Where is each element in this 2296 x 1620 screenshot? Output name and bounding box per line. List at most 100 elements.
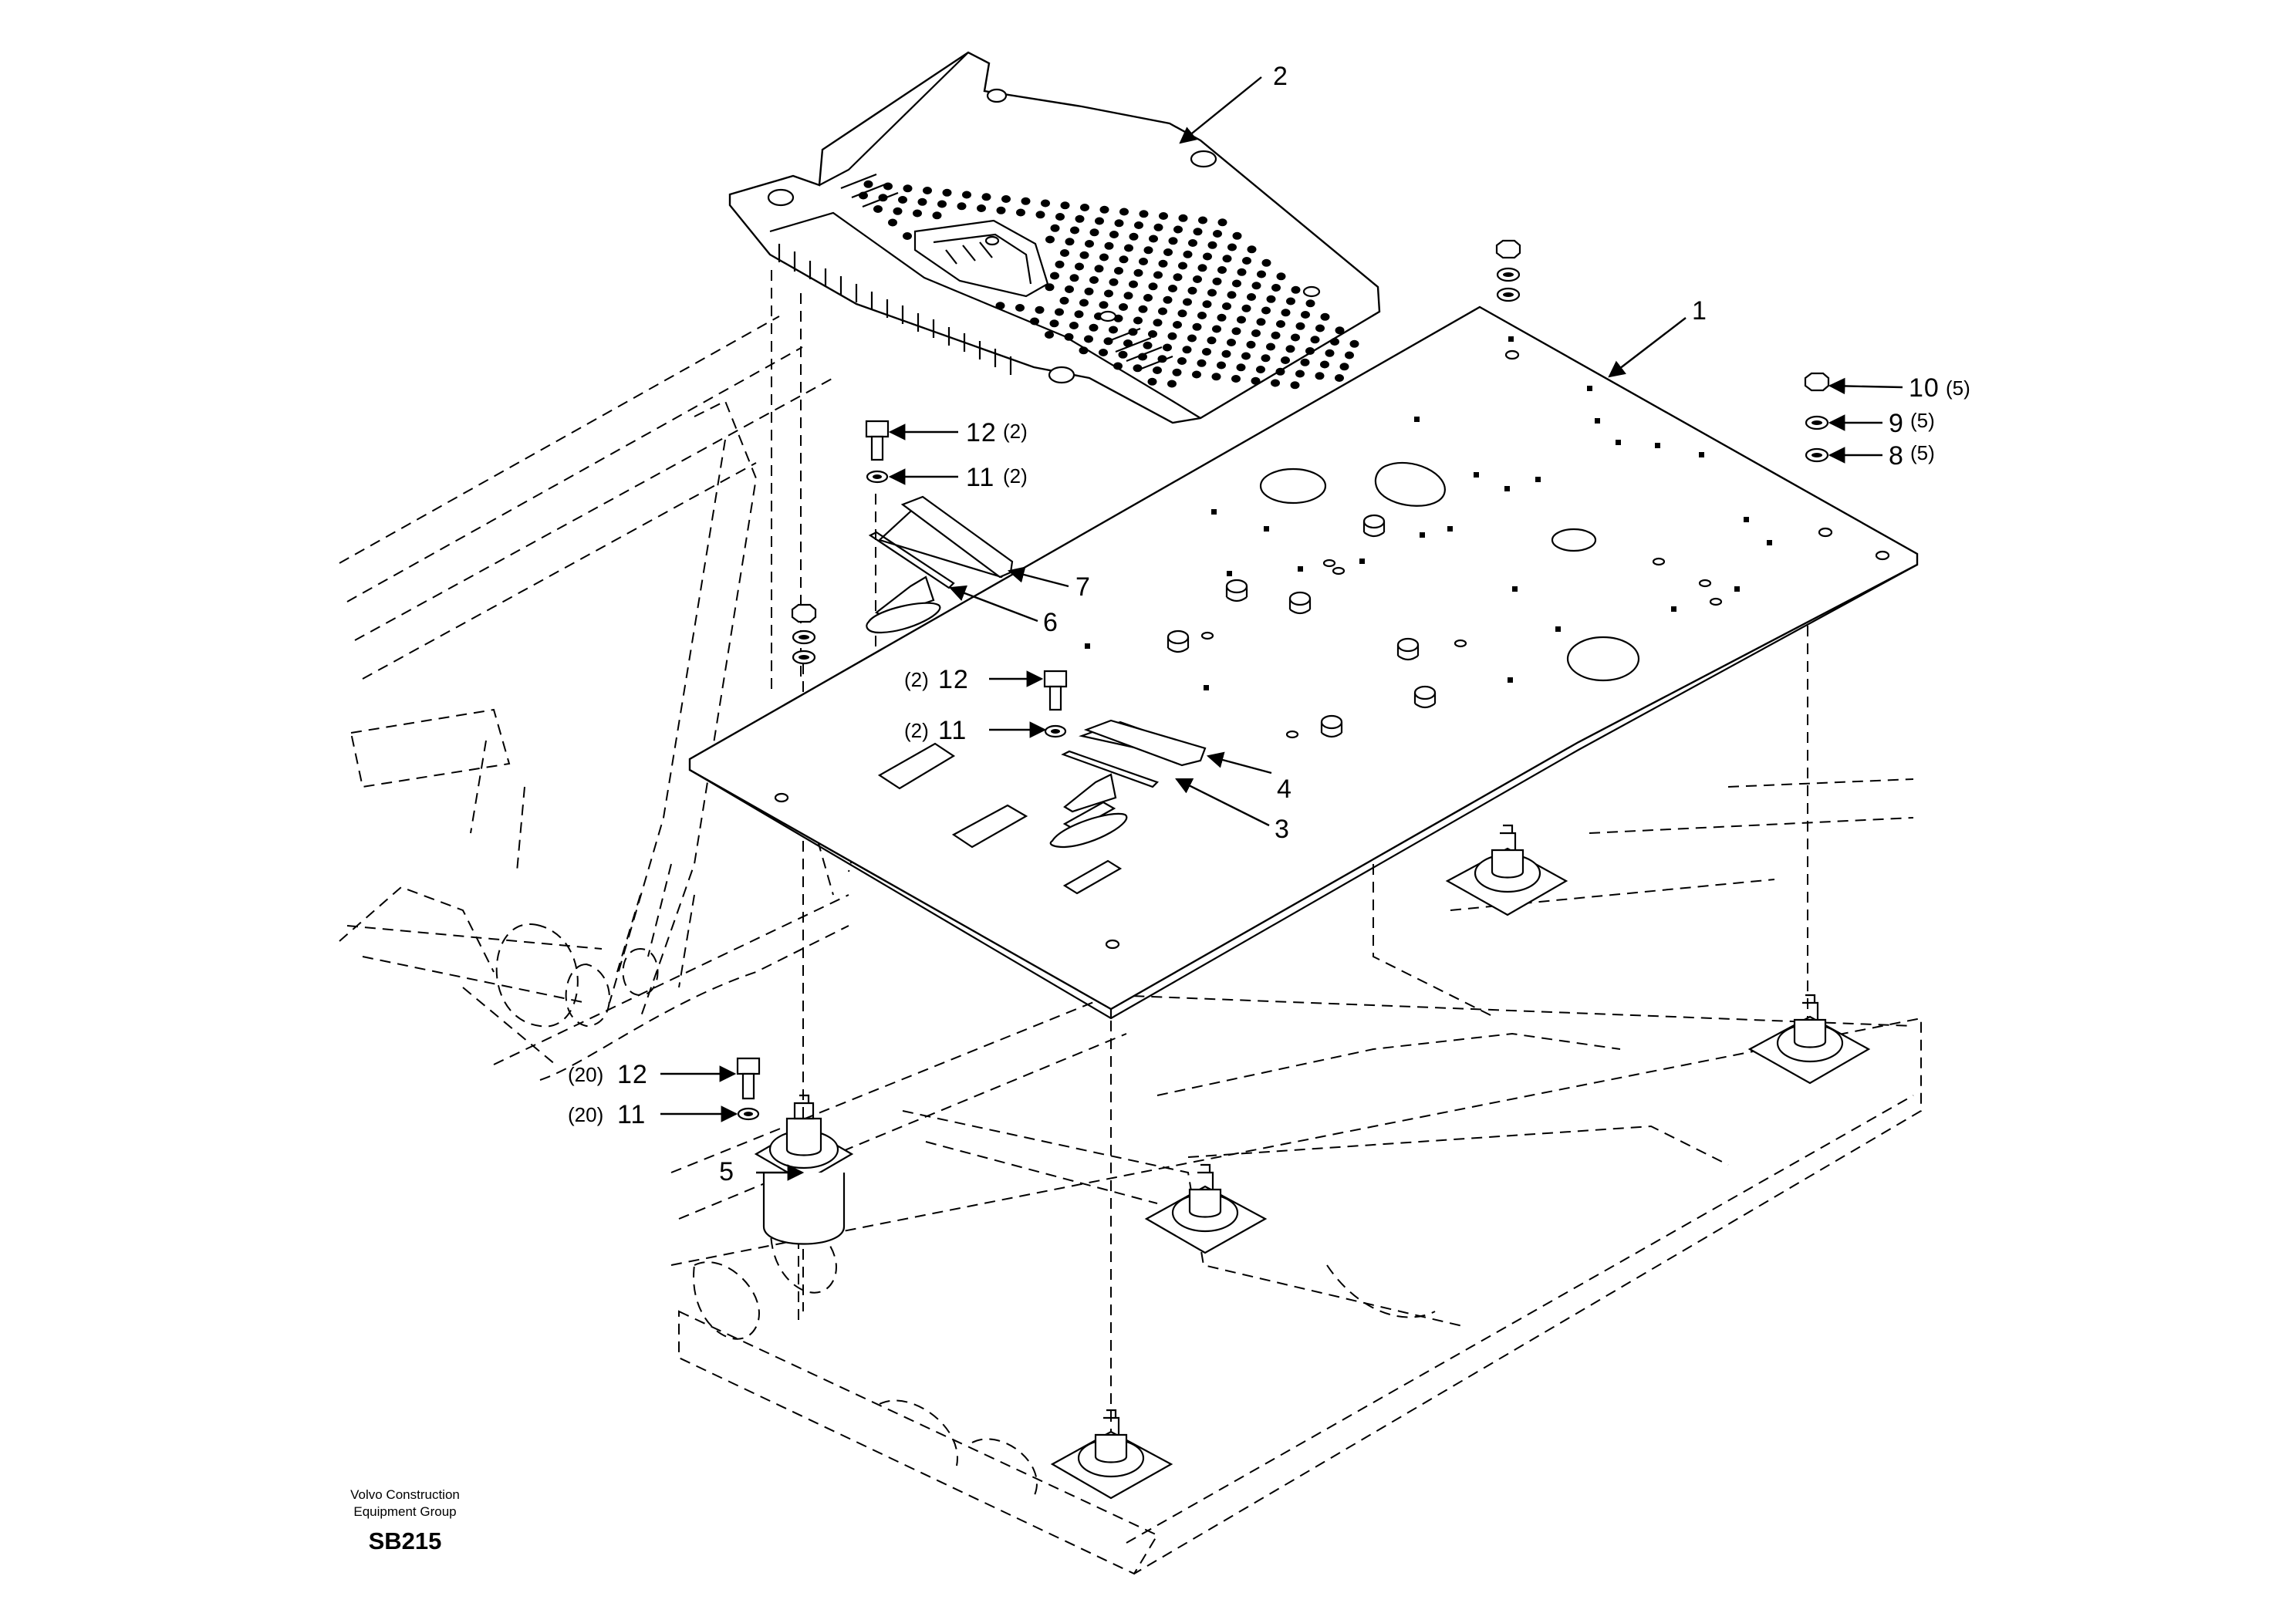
mat-hole	[1310, 336, 1320, 344]
mat-hole	[1119, 303, 1128, 311]
callout-12-mid: 12	[938, 665, 969, 694]
callout-12-lower-qty: (20)	[568, 1063, 603, 1086]
mat-hole	[1050, 272, 1059, 280]
mat-hole	[942, 188, 952, 197]
mat-hole	[1085, 240, 1094, 248]
mat-hole	[1177, 357, 1187, 365]
mat-hole	[1147, 377, 1157, 386]
mat-hole	[1251, 376, 1261, 385]
mat-ribs	[778, 173, 1173, 375]
mat-hole	[1015, 304, 1025, 312]
mat-hole	[1266, 343, 1275, 351]
mat-hole	[1153, 223, 1163, 231]
mat-hole	[1227, 243, 1237, 251]
callout-6: 6	[1043, 608, 1059, 637]
callout-12-lower: 12	[617, 1060, 648, 1089]
mat-hole	[1143, 294, 1153, 302]
mat-hole	[1276, 320, 1285, 328]
mat-hole	[1182, 346, 1192, 354]
company-name-line2: Equipment Group	[353, 1504, 457, 1519]
mat-hole	[1335, 374, 1344, 382]
fastener-stack-right-top	[1495, 239, 1521, 302]
mat-hole	[1271, 379, 1280, 387]
mat-hole	[1060, 201, 1070, 210]
mat-hole	[1089, 323, 1099, 332]
mat-hole	[1094, 265, 1104, 273]
mat-hole	[1183, 250, 1193, 258]
callout-5: 5	[719, 1157, 734, 1186]
mat-hole	[1158, 307, 1167, 316]
mat-hole	[1084, 335, 1093, 343]
mat-hole	[1172, 368, 1182, 376]
mat-hole	[1232, 279, 1241, 288]
mat-hole	[1197, 359, 1207, 367]
mat-hole	[1045, 235, 1055, 244]
mat-hole	[1213, 230, 1222, 238]
mat-hole	[903, 232, 912, 240]
mat-hole	[1050, 224, 1060, 232]
mat-hole	[1271, 284, 1281, 292]
mat-hole	[863, 180, 873, 188]
mat-hole	[1030, 317, 1039, 326]
mat-hole	[873, 205, 883, 213]
mat-hole	[1275, 367, 1285, 376]
mat-hole	[1251, 282, 1261, 290]
mat-hole	[1281, 356, 1290, 364]
mat-hole	[1124, 244, 1133, 252]
callout-11-upper-qty: (2)	[1003, 464, 1028, 488]
callout-11-upper: 11	[966, 463, 994, 492]
mat-hole	[888, 218, 897, 227]
callout-3: 3	[1275, 815, 1290, 844]
floor-plate	[688, 305, 1919, 1020]
mat-hole	[1257, 270, 1266, 278]
rubber-mount-front-left	[1050, 1409, 1173, 1500]
mat-hole	[1295, 370, 1305, 378]
mat-hole	[932, 211, 942, 220]
mat-hole	[1202, 300, 1212, 309]
mat-hole	[1070, 226, 1079, 235]
mat-hole	[1187, 286, 1197, 295]
right-pedal-assembly	[1049, 719, 1207, 849]
mat-hole	[1221, 349, 1231, 358]
mat-hole	[1173, 225, 1183, 234]
fastener-stack-left-top	[791, 603, 817, 665]
mat-hole	[981, 193, 991, 201]
mat-hole	[1109, 231, 1119, 238]
mat-hole	[1041, 199, 1050, 208]
callout-11-lower: 11	[617, 1100, 646, 1129]
mat-hole	[1178, 214, 1188, 222]
callout-10-qty: (5)	[1946, 376, 1970, 400]
mat-hole	[1021, 197, 1031, 205]
mat-hole	[1099, 253, 1109, 262]
mat-hole	[1286, 297, 1295, 305]
plate-bosses	[1167, 514, 1437, 738]
mat-hole	[1119, 255, 1129, 264]
mat-hole	[1016, 208, 1025, 217]
mat-hole	[1236, 363, 1246, 372]
callout-8-qty: (5)	[1910, 441, 1935, 464]
mat-hole	[1207, 241, 1217, 249]
mat-hole	[1104, 289, 1113, 298]
mat-hole	[1069, 274, 1079, 282]
mat-hole	[1143, 246, 1153, 255]
mat-hole	[923, 187, 932, 194]
mat-hole	[1099, 349, 1108, 356]
mat-hole	[1237, 316, 1246, 324]
mat-perforations	[859, 180, 1359, 390]
mat-hole	[1075, 262, 1084, 271]
mat-hole	[1261, 306, 1271, 315]
mat-hole	[1163, 295, 1173, 304]
callout-10: 10	[1909, 373, 1940, 403]
mat-hole	[1099, 301, 1109, 309]
mat-hole	[937, 200, 947, 208]
mat-hole	[1300, 358, 1310, 366]
mat-hole	[1129, 280, 1138, 289]
mat-hole	[1247, 293, 1256, 301]
cab-frame-outline	[339, 316, 1922, 1575]
mat-hole	[1320, 360, 1329, 369]
mat-hole	[1148, 282, 1158, 291]
mat-hole	[1217, 218, 1227, 227]
mat-hole	[1079, 346, 1089, 355]
mat-hole	[1315, 324, 1325, 332]
mat-hole	[1133, 268, 1143, 277]
